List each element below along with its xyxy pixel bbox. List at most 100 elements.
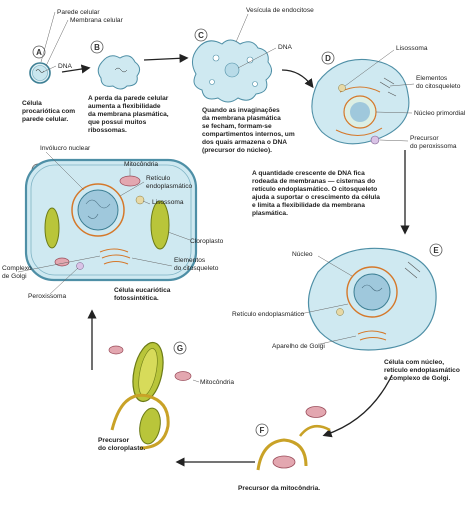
caption-d-line-5: e limita a flexibilidade da membrana: [252, 202, 365, 209]
caption-b-line-3: da membrana plasmática,: [88, 111, 169, 118]
label-involucro: Invólucro nuclear: [40, 145, 91, 152]
caption-c-line-1: Quando as invaginações: [202, 107, 280, 114]
caption-c: Quando as invaginações da membrana plasm…: [202, 107, 295, 154]
caption-e-line-1: Célula com núcleo,: [384, 359, 444, 366]
label-peroxissoma: Peroxissoma: [28, 293, 66, 300]
step-a-letter: A: [36, 48, 42, 57]
er-h: [71, 183, 125, 237]
caption-d-line-6: plasmática.: [252, 210, 288, 217]
lysosome-d: [338, 84, 346, 92]
caption-f-line-1: Precursor da mitocôndria.: [238, 485, 320, 492]
label-mitocondria-g: Mitocôndria: [200, 379, 234, 386]
caption-h-line-2: fotossintética.: [114, 295, 159, 302]
arrow-e-f: [322, 374, 393, 438]
caption-e-line-2: retículo endoplasmático: [384, 367, 460, 374]
label-cloroplasto: Cloroplasto: [190, 238, 224, 245]
caption-c-line-5: dos quais armazena o DNA: [202, 139, 287, 146]
arrow-c-d: [281, 69, 314, 89]
caption-b-line-4: que possui muitos: [88, 119, 147, 126]
step-b-badge: [90, 40, 104, 54]
label-vesicula: Vesícula de endocitose: [246, 7, 314, 14]
step-g-badge: [173, 341, 187, 355]
stage-g: G Mitocôndria Precursor do cloroplasto.: [98, 341, 234, 452]
golgi-e: [357, 330, 387, 341]
peroxisome-precursor: [370, 135, 380, 145]
mitochondrion-f-free: [305, 406, 327, 418]
caption-g: Precursor do cloroplasto.: [98, 437, 145, 452]
label-nucleo-e: Núcleo: [292, 251, 313, 258]
label-precursor-1: Precursor: [410, 135, 439, 142]
caption-d-line-1: A quantidade crescente de DNA fica: [252, 170, 365, 177]
step-d-letter: D: [325, 54, 331, 63]
mitochondrion-g-2: [174, 371, 192, 381]
caption-e: Célula com núcleo, retículo endoplasmáti…: [384, 359, 460, 382]
label-complexo-1: Complexo: [2, 265, 32, 272]
label-membrana-celular: Membrana celular: [70, 17, 124, 24]
mitochondrion-f-inside: [272, 455, 296, 469]
label-mitocondria-h: Mitocôndria: [124, 161, 158, 168]
caption-g-line-2: do cloroplasto.: [98, 445, 145, 452]
prokaryote-dna: [35, 69, 45, 73]
prokaryote-membrane: [32, 65, 48, 81]
label-elementos-d-2: do citosqueleto: [416, 83, 461, 90]
step-b-letter: B: [94, 43, 100, 52]
label-lisossoma-h: Lisossoma: [152, 199, 184, 206]
label-elementos-d-1: Elementos: [416, 75, 448, 82]
nucleus-h: [77, 189, 119, 231]
stage-b: B A perda da parede celular aumenta a fl…: [88, 40, 169, 134]
arrow-b-c: [143, 53, 189, 63]
dna-compartment: [224, 62, 240, 78]
caption-d-line-2: rodeada de membranas — cisternas do: [252, 178, 375, 185]
label-nucleo-primordial: Núcleo primordial: [414, 110, 466, 117]
label-lisossoma-d: Lisossoma: [396, 45, 428, 52]
caption-a-line-2: procariótica com: [22, 108, 75, 115]
label-elementos-h-1: Elementos: [174, 257, 206, 264]
arrow-a-b: [61, 64, 91, 74]
caption-b-line-2: aumenta a flexibilidade: [88, 103, 161, 110]
caption-h: Célula eucariótica fotossintética.: [114, 287, 171, 302]
caption-d-line-4: ajuda a suportar o crescimento da célula: [252, 194, 380, 201]
label-reticulo-e: Retículo endoplasmático: [232, 311, 305, 318]
step-c-letter: C: [198, 31, 204, 40]
caption-g-line-1: Precursor: [98, 437, 130, 444]
stage-h: H Invólucro nuclear Mitocôndria Retículo…: [2, 145, 224, 302]
nucleus-e: [353, 273, 391, 311]
caption-d: A quantidade crescente de DNA fica rodea…: [252, 170, 380, 217]
step-f-badge: [255, 423, 269, 437]
caption-b: A perda da parede celular aumenta a flex…: [88, 95, 169, 134]
er-e: [346, 266, 398, 318]
label-precursor-2: do peroxissoma: [410, 143, 457, 150]
cycle-arrows: [61, 53, 410, 467]
label-reticulo-h-1: Retículo: [146, 175, 171, 182]
label-aparelho-golgi: Aparelho de Golgi: [272, 343, 325, 350]
caption-f: Precursor da mitocôndria.: [238, 485, 320, 492]
label-elementos-h-2: do citosqueleto: [174, 265, 219, 272]
engulfing-membrane-g: [110, 393, 170, 450]
step-g-letter: G: [177, 344, 183, 353]
caption-a-line-1: Célula: [22, 100, 42, 107]
caption-c-line-4: compartimentos internos, um: [202, 131, 295, 138]
label-reticulo-h-2: endoplasmático: [146, 183, 193, 190]
golgi-h: [99, 248, 131, 265]
mitochondrion-g-1: [108, 345, 124, 355]
flexible-cell: [97, 55, 141, 90]
stage-e: E Núcleo Retículo endoplasmático Aparelh…: [232, 243, 460, 382]
label-dna-c: DNA: [278, 44, 293, 51]
stage-d: D Lisossoma Elementos do citosqueleto Nú…: [252, 45, 466, 217]
caption-c-line-2: da membrana plasmática: [202, 115, 281, 122]
caption-c-line-3: se fecham, formam-se: [202, 123, 272, 130]
engulfing-membrane-f: [256, 438, 308, 471]
label-dna-a: DNA: [58, 63, 73, 70]
caption-b-line-1: A perda da parede celular: [88, 95, 169, 102]
stage-a: A Parede celular Membrana celular DNA Cé…: [22, 9, 124, 123]
caption-a: Célula procariótica com parede celular.: [22, 100, 75, 123]
step-e-badge: [429, 243, 443, 257]
caption-b-line-5: ribossomas.: [88, 127, 127, 134]
step-a-badge: [32, 45, 46, 59]
label-complexo-2: de Golgi: [2, 273, 27, 280]
label-parede-celular: Parede celular: [57, 9, 100, 16]
caption-d-line-3: retículo endoplasmático. O citosqueleto: [252, 186, 377, 193]
step-d-badge: [321, 51, 335, 65]
